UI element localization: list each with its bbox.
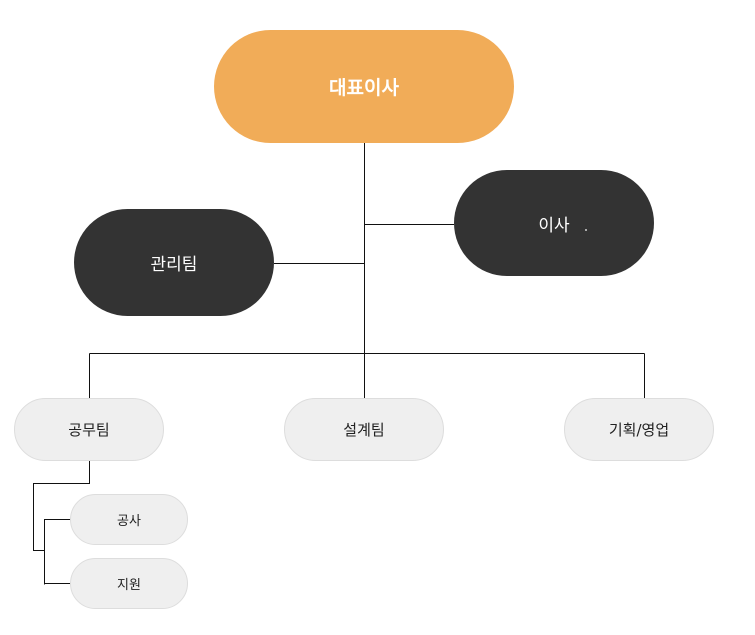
- support-subunit-label: 지원: [117, 578, 141, 593]
- director-label: 이사: [538, 215, 570, 236]
- director-node: 이사: [454, 170, 654, 276]
- ceo-node: 대표이사: [214, 30, 514, 143]
- design-team-node: 설계팀: [284, 398, 444, 461]
- construction-team-label: 공무팀: [68, 421, 110, 439]
- support-subunit-node: 지원: [70, 558, 188, 609]
- ceo-label: 대표이사: [329, 77, 399, 99]
- planning-sales-team-node: 기획/영업: [564, 398, 714, 461]
- construction-team-node: 공무팀: [14, 398, 164, 461]
- subunit-construction-connector: [44, 519, 70, 585]
- admin-team-label: 관리팀: [150, 255, 198, 275]
- subunit-bracket: [33, 461, 90, 551]
- stray-dot: [585, 229, 587, 231]
- construction-subunit-node: 공사: [70, 494, 188, 545]
- planning-sales-team-label: 기획/영업: [608, 421, 670, 439]
- construction-subunit-label: 공사: [117, 514, 141, 529]
- design-team-label: 설계팀: [343, 421, 385, 439]
- admin-team-node: 관리팀: [74, 209, 274, 316]
